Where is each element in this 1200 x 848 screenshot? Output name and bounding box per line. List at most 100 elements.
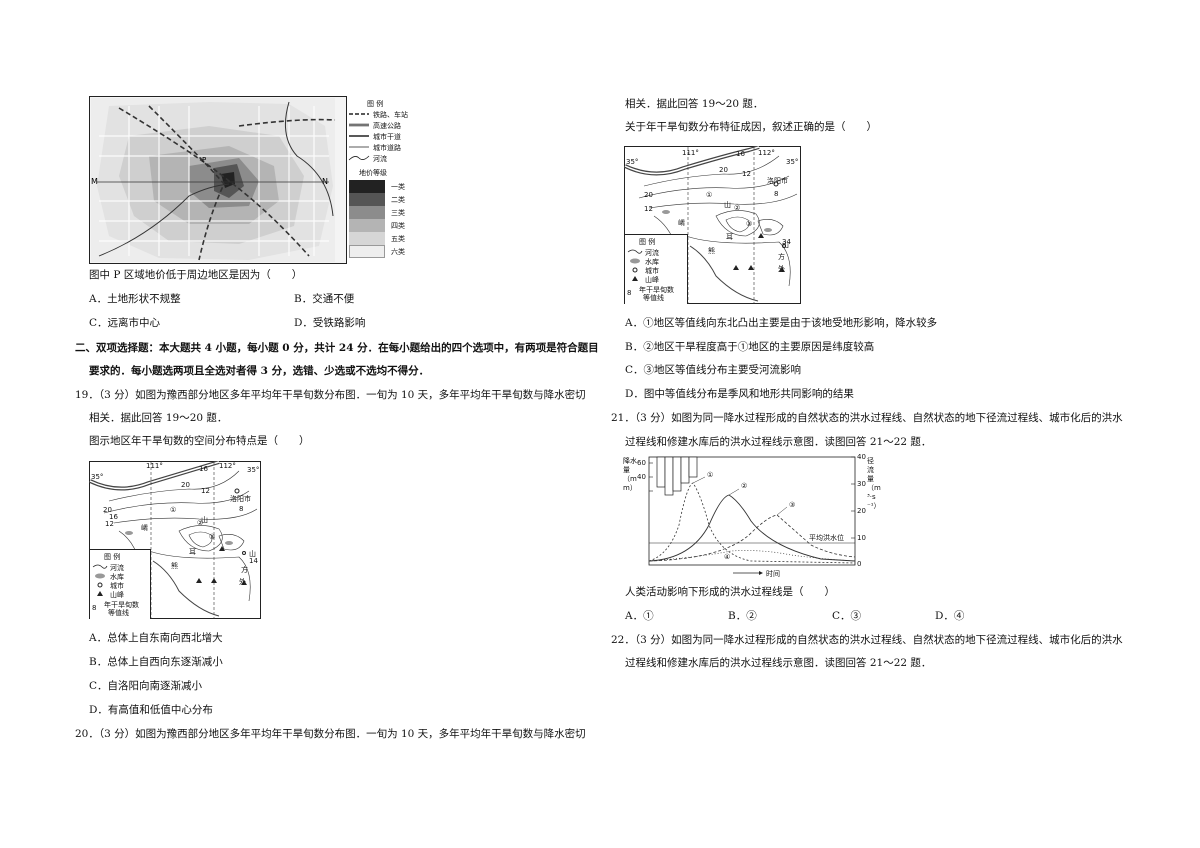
city-luoyang-r: 洛阳市 bbox=[767, 177, 788, 185]
iso-34-r: 34 bbox=[782, 238, 791, 246]
left-tick-40: 40 bbox=[637, 473, 646, 481]
q21-line2: 过程线和修建水库后的洪水过程线示意图．读图回答 21～22 题． bbox=[625, 436, 932, 448]
q19-line1: 19．（3 分）如图为豫西部分地区多年平均年干旱旬数分布图．一旬为 10 天，多… bbox=[75, 389, 586, 401]
lat-35: 35° bbox=[91, 473, 104, 481]
place-fang-r: 方 bbox=[778, 253, 785, 261]
drought-legend-title-r: 图 例 bbox=[639, 238, 656, 246]
place-shan2: 山 bbox=[249, 550, 256, 558]
grade-5: 五类 bbox=[391, 235, 405, 243]
lon-112: 112° bbox=[219, 462, 236, 470]
q21-option-a[interactable]: A．① bbox=[625, 610, 654, 622]
q18-option-b[interactable]: B．交通不便 bbox=[294, 293, 355, 305]
land-price-map: M N P 图 例 铁路、车站 高速公路 城市干道 城市道路 河流 地价等级 一… bbox=[89, 96, 408, 264]
q18-stem: 图中 P 区域地价低于周边地区是因为（ ） bbox=[89, 269, 303, 281]
circle-3-r: ③ bbox=[746, 220, 753, 228]
lon-111: 111° bbox=[146, 462, 163, 470]
lat-35-right: 35° bbox=[247, 466, 260, 474]
q18-option-d[interactable]: D．受铁路影响 bbox=[294, 317, 366, 329]
circle-1: ① bbox=[170, 506, 177, 514]
label-m: M bbox=[91, 177, 98, 186]
grade-swatches bbox=[349, 180, 385, 258]
iso-16: 16 bbox=[199, 465, 208, 473]
lat-35-r: 35° bbox=[626, 158, 639, 166]
drought-legend-r: 图 例 河流 水库 城市 山峰 年干旱旬数 等值线 8 bbox=[625, 234, 688, 304]
grade-6: 六类 bbox=[391, 248, 405, 256]
drought-legend: 图 例 河流 水库 城市 山峰 年干旱旬数 等值线 8 bbox=[90, 549, 151, 619]
label-p: P bbox=[202, 156, 206, 164]
section2-line2: 要求的．每小题选两项且全选对者得 3 分，选错、少选或不选均不得分． bbox=[89, 365, 430, 377]
q20-option-c[interactable]: C．③地区等值线分布主要受河流影响 bbox=[625, 364, 802, 376]
place-xiong: 熊 bbox=[171, 562, 178, 570]
place-xiong-r: 熊 bbox=[708, 247, 715, 255]
legend-peak-r: 山峰 bbox=[645, 276, 659, 284]
q19-option-a[interactable]: A．总体上自东南向西北增大 bbox=[89, 632, 223, 644]
q21-option-b[interactable]: B．② bbox=[728, 610, 757, 622]
legend-isoline2-r: 等值线 bbox=[643, 294, 664, 302]
iso-12b: 12 bbox=[105, 520, 114, 528]
right-tick-20: 20 bbox=[857, 507, 866, 515]
flood-hydrograph: 降水量（mm） 径流量（m³·s⁻¹） 60 40 40 30 20 10 0 … bbox=[621, 453, 883, 579]
place-xiao-r: 崤 bbox=[678, 219, 685, 227]
q20-option-d[interactable]: D．图中等值线分布是季风和地形共同影响的结果 bbox=[625, 388, 854, 400]
avg-flood-label: 平均洪水位 bbox=[809, 534, 844, 542]
legend-railway: 铁路、车站 bbox=[373, 111, 408, 119]
legend-highway: 高速公路 bbox=[373, 122, 401, 130]
grade-title: 地价等级 bbox=[359, 169, 387, 177]
q20-option-a[interactable]: A．①地区等值线向东北凸出主要是由于该地受地形影响，降水较多 bbox=[625, 317, 938, 329]
iso-14: 14 bbox=[249, 557, 258, 565]
q21-option-c[interactable]: C．③ bbox=[832, 610, 862, 622]
q22-line2: 过程线和修建水库后的洪水过程线示意图．读图回答 21～22 题． bbox=[625, 657, 932, 669]
right-tick-0: 0 bbox=[857, 560, 862, 568]
legend-reservoir-r: 水库 bbox=[645, 258, 659, 266]
q19-line2: 相关．据此回答 19～20 题． bbox=[89, 412, 228, 424]
right-tick-40: 40 bbox=[857, 453, 866, 461]
iso-12: 12 bbox=[201, 487, 210, 495]
lon-112-r: 112° bbox=[758, 149, 775, 157]
grade-4: 四类 bbox=[391, 222, 405, 230]
legend-river: 河流 bbox=[373, 155, 387, 163]
q20-option-b[interactable]: B．②地区干旱程度高于①地区的主要原因是纬度较高 bbox=[625, 341, 875, 353]
q19-option-c[interactable]: C．自洛阳向南逐渐减小 bbox=[89, 680, 203, 692]
legend-isoline: 年干旱旬数 bbox=[104, 601, 139, 609]
legend-city-r: 城市 bbox=[645, 267, 659, 275]
legend-city: 城市 bbox=[110, 582, 124, 590]
q19-option-b[interactable]: B．总体上自西向东逐渐减小 bbox=[89, 656, 223, 668]
place-shan1: 山 bbox=[201, 516, 208, 524]
curve-label-1: ① bbox=[707, 471, 714, 479]
iso-12b-r: 12 bbox=[644, 205, 653, 213]
legend-peak: 山峰 bbox=[110, 591, 124, 599]
left-axis-label: 降水量（mm） bbox=[623, 457, 637, 492]
place-fang: 方 bbox=[241, 566, 248, 574]
lon-111-r: 111° bbox=[682, 149, 699, 157]
iso-16b: 16 bbox=[109, 513, 118, 521]
q21-option-d[interactable]: D．④ bbox=[935, 610, 965, 622]
circle-2: ② bbox=[197, 519, 204, 527]
place-er: 耳 bbox=[189, 548, 196, 556]
q18-option-a[interactable]: A．土地形状不规整 bbox=[89, 293, 181, 305]
legend-reservoir: 水库 bbox=[110, 573, 124, 581]
place-shan1-r: 山 bbox=[724, 201, 731, 209]
place-er-r: 耳 bbox=[726, 233, 733, 241]
q19-option-d[interactable]: D．有高值和低值中心分布 bbox=[89, 704, 213, 716]
iso-20: 20 bbox=[181, 481, 190, 489]
q20-line2: 相关．据此回答 19～20 题． bbox=[625, 98, 764, 110]
place-wai: 外 bbox=[239, 578, 246, 586]
legend-isoline-sample: 8 bbox=[92, 604, 97, 612]
drought-map-left: 111° 112° 35° 35° 16 20 12 洛阳市 8 20 16 1… bbox=[89, 461, 261, 619]
q18-option-c[interactable]: C．远离市中心 bbox=[89, 317, 161, 329]
legend-isoline-r: 年干旱旬数 bbox=[639, 286, 674, 294]
iso-8-r: 8 bbox=[774, 190, 779, 198]
city-luoyang: 洛阳市 bbox=[230, 495, 251, 503]
grade-3: 三类 bbox=[391, 209, 405, 217]
grade-2: 二类 bbox=[391, 196, 405, 204]
legend-isoline-sample-r: 8 bbox=[627, 289, 632, 297]
section2-line1: 二、双项选择题：本大题共 4 小题，每小题 0 分，共计 24 分．在每小题给出… bbox=[75, 342, 599, 354]
legend-road: 城市道路 bbox=[373, 144, 401, 152]
q19-stem: 图示地区年干旱旬数的空间分布特点是（ ） bbox=[89, 435, 310, 447]
lat-35-r2: 35° bbox=[786, 158, 799, 166]
left-tick-60: 60 bbox=[637, 459, 646, 467]
land-map-legend: 图 例 铁路、车站 高速公路 城市干道 城市道路 河流 地价等级 一类 二类 三… bbox=[347, 96, 425, 264]
q20-stem: 关于年干旱旬数分布特征成因，叙述正确的是（ ） bbox=[625, 121, 877, 133]
iso-20b: 20 bbox=[103, 506, 112, 514]
circle-3: ③ bbox=[209, 533, 216, 541]
